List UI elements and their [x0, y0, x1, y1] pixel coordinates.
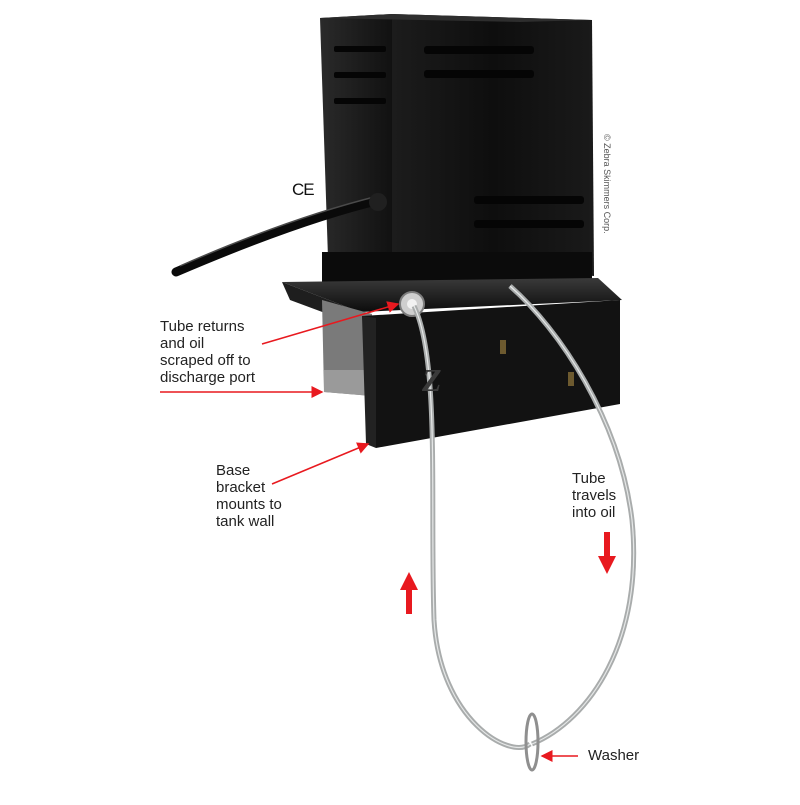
label-line: travels [572, 487, 617, 504]
base-bracket [282, 252, 622, 448]
label-line: into oil [572, 504, 616, 521]
washer [524, 712, 540, 772]
power-cord [171, 193, 387, 277]
label-line: tank wall [216, 513, 275, 530]
label-line: and oil [160, 335, 205, 352]
arrow-up-icon [400, 572, 418, 614]
label-line: discharge port [160, 369, 256, 386]
ce-mark: CE [292, 180, 315, 199]
label-washer: Washer [588, 747, 640, 764]
motor-housing [320, 14, 594, 276]
copyright-text: © Zebra Skimmers Corp. [602, 134, 612, 234]
label-tube-travels: Tube travels into oil [572, 470, 616, 521]
discharge-port [399, 291, 425, 317]
label-line: Tube [572, 470, 606, 487]
label-line: bracket [216, 479, 266, 496]
arrow-tube-returns [261, 301, 400, 345]
label-line: Base [216, 462, 251, 479]
arrow-down-icon [598, 532, 616, 574]
label-line: scraped off to [160, 352, 251, 369]
arrow-base-bracket [271, 442, 370, 485]
label-tube-returns: Tube returns and oil scraped off to disc… [160, 318, 255, 386]
label-line: mounts to [216, 496, 282, 513]
label-base-bracket: Base bracket mounts to tank wall [216, 462, 282, 530]
pointer-arrows [160, 301, 616, 762]
brand-logo: Z [422, 362, 442, 398]
label-line: Tube returns [160, 318, 245, 335]
skimmer-tube [411, 284, 637, 750]
